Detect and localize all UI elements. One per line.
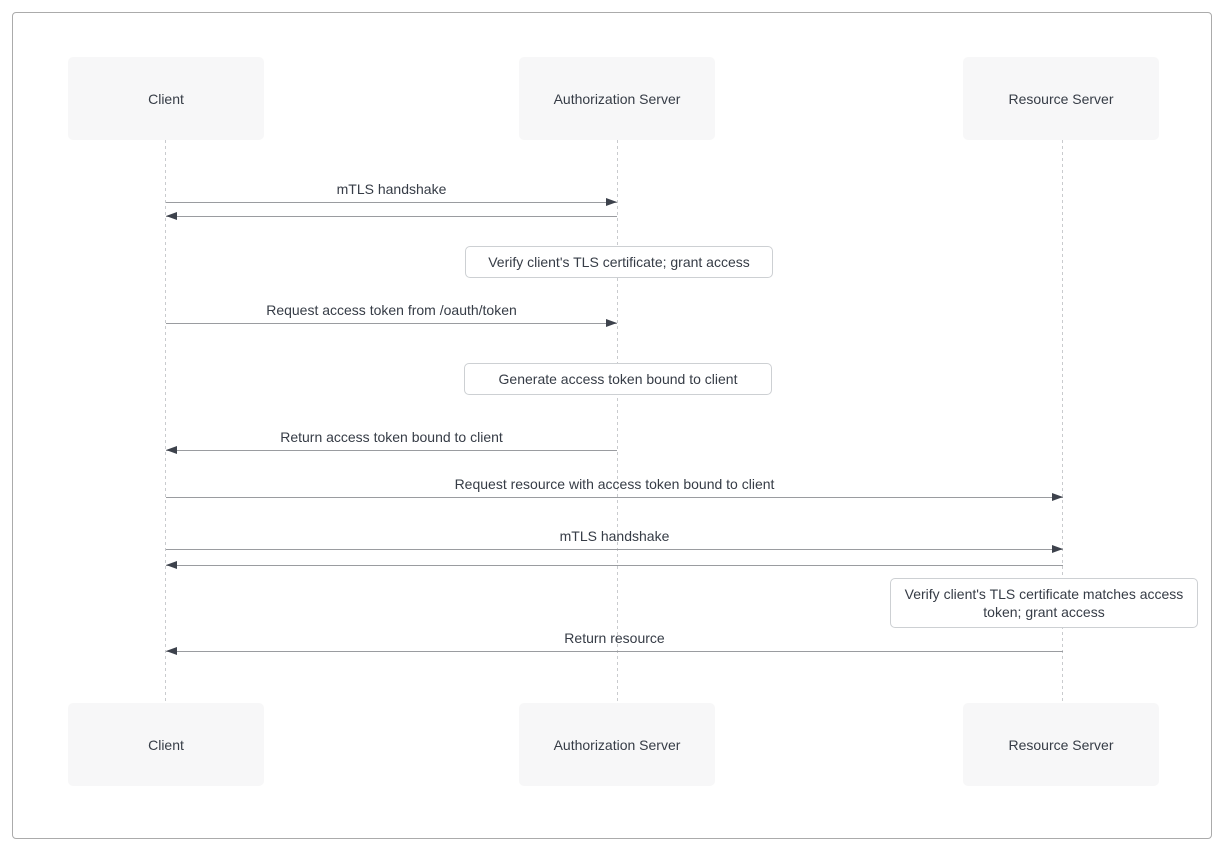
- actor-box-client-top: Client: [68, 57, 264, 140]
- actor-box-authorization-server-bottom: Authorization Server: [519, 703, 715, 786]
- diagram-frame: [12, 12, 1212, 839]
- note-box: Generate access token bound to client: [464, 363, 772, 395]
- actor-label: Authorization Server: [553, 736, 681, 753]
- note-text: Verify client's TLS certificate matches …: [904, 586, 1184, 620]
- message-label: Request access token from /oauth/token: [266, 302, 517, 318]
- actor-label: Client: [148, 90, 184, 107]
- arrowhead-left-icon: [166, 647, 177, 655]
- message-label: Return access token bound to client: [280, 429, 503, 445]
- arrowhead-left-icon: [166, 212, 177, 220]
- lifeline-authorization-server: [617, 140, 618, 703]
- message-arrow: [166, 446, 617, 454]
- message-arrow: [166, 647, 1063, 655]
- arrowhead-left-icon: [166, 446, 177, 454]
- lifeline-client: [165, 140, 166, 703]
- arrowhead-right-icon: [1052, 545, 1063, 553]
- message-arrow: [166, 545, 1063, 553]
- note-box: Verify client's TLS certificate matches …: [890, 578, 1198, 628]
- arrowhead-left-icon: [166, 561, 177, 569]
- message-label: Return resource: [564, 630, 665, 646]
- note-text: Verify client's TLS certificate; grant a…: [488, 254, 750, 270]
- actor-box-resource-server-bottom: Resource Server: [963, 703, 1159, 786]
- message-label: mTLS handshake: [559, 528, 670, 544]
- message-arrow: [166, 493, 1063, 501]
- actor-box-authorization-server-top: Authorization Server: [519, 57, 715, 140]
- message-arrow: [166, 198, 617, 206]
- arrowhead-right-icon: [606, 198, 617, 206]
- arrowhead-right-icon: [1052, 493, 1063, 501]
- actor-label: Authorization Server: [553, 90, 681, 107]
- actor-box-resource-server-top: Resource Server: [963, 57, 1159, 140]
- actor-label: Client: [148, 736, 184, 753]
- message-arrow: [166, 561, 1063, 569]
- message-arrow: [166, 212, 617, 220]
- lifeline-resource-server: [1062, 140, 1063, 703]
- arrowhead-right-icon: [606, 319, 617, 327]
- note-text: Generate access token bound to client: [498, 371, 738, 387]
- actor-label: Resource Server: [1008, 736, 1114, 753]
- actor-box-client-bottom: Client: [68, 703, 264, 786]
- message-label: mTLS handshake: [336, 181, 447, 197]
- actor-label: Resource Server: [1008, 90, 1114, 107]
- message-arrow: [166, 319, 617, 327]
- note-box: Verify client's TLS certificate; grant a…: [465, 246, 773, 278]
- message-label: Request resource with access token bound…: [454, 476, 775, 492]
